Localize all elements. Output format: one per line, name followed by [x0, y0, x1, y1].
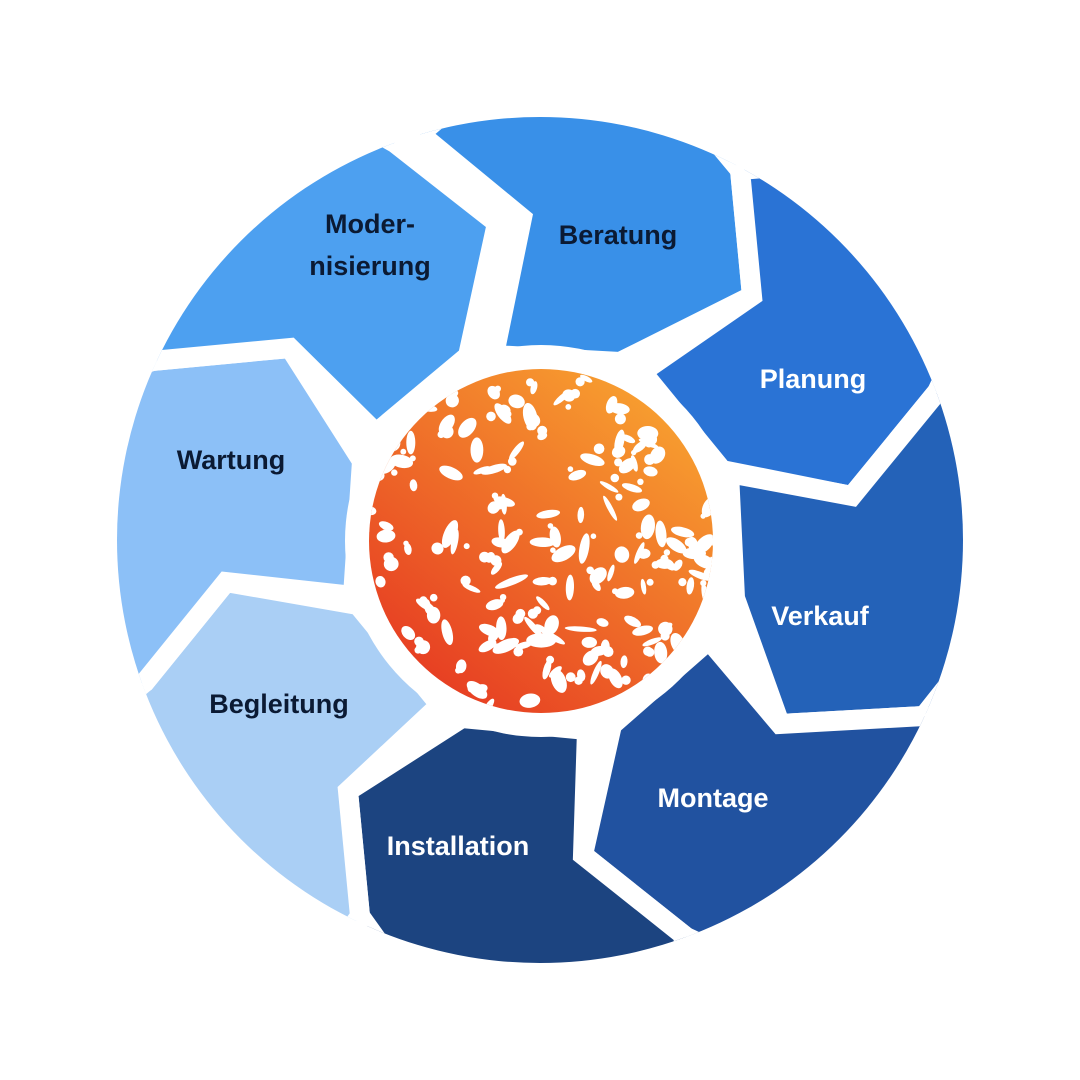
- segment-label-beratung: Beratung: [559, 220, 678, 250]
- segment-label-line: Installation: [387, 831, 530, 861]
- labels-layer: BeratungPlanungVerkaufMontageInstallatio…: [177, 209, 870, 861]
- segments-layer: [117, 117, 963, 963]
- segment-label-montage: Montage: [658, 783, 769, 813]
- segment-label-planung: Planung: [760, 364, 867, 394]
- segment-label-modernisierung: Moder-nisierung: [309, 209, 431, 281]
- segment-label-line: nisierung: [309, 251, 431, 281]
- segment-label-verkauf: Verkauf: [771, 601, 870, 631]
- segment-label-line: Montage: [658, 783, 769, 813]
- segment-label-line: Beratung: [559, 220, 678, 250]
- segment-label-line: Planung: [760, 364, 867, 394]
- segment-label-line: Verkauf: [771, 601, 870, 631]
- segment-label-installation: Installation: [387, 831, 530, 861]
- segment-label-line: Begleitung: [209, 689, 349, 719]
- segment-label-line: Moder-: [325, 209, 415, 239]
- orange-coral-pattern-sphere-icon: [369, 369, 713, 713]
- segment-label-wartung: Wartung: [177, 445, 285, 475]
- segment-label-line: Wartung: [177, 445, 285, 475]
- segment-label-begleitung: Begleitung: [209, 689, 349, 719]
